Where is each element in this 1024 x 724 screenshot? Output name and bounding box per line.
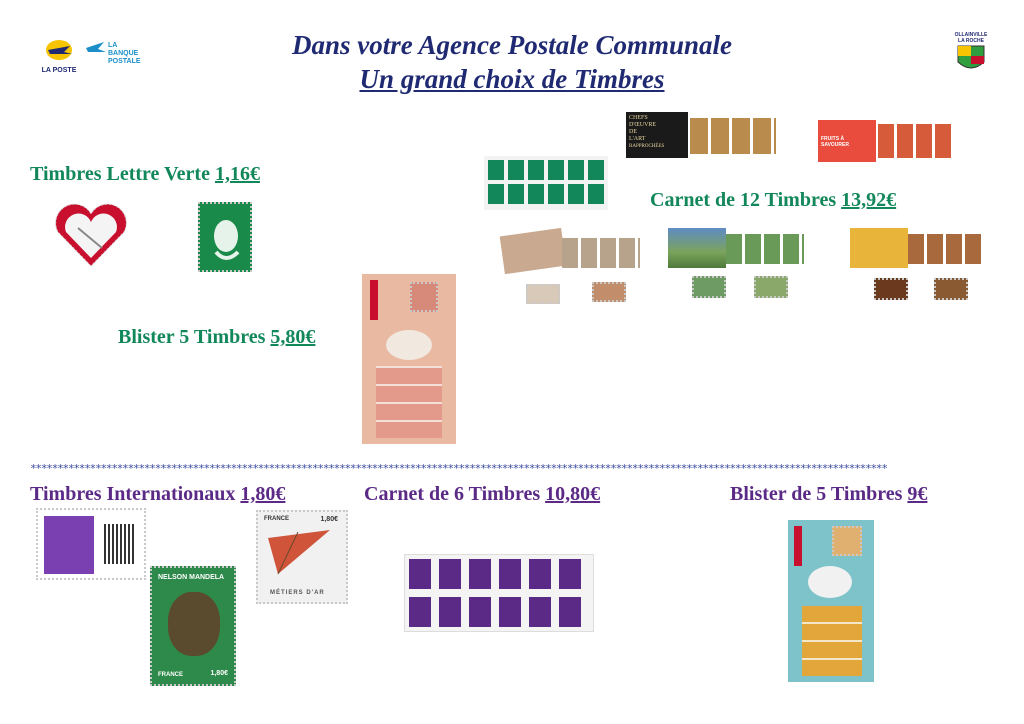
purple-stamp xyxy=(559,597,581,627)
carnet12-green-sheet xyxy=(484,156,608,210)
la-poste-logo: LA POSTE xyxy=(38,38,80,74)
internationaux-label: Timbres Internationaux xyxy=(30,483,236,505)
purple-stamp xyxy=(499,597,521,627)
carnet-landscape-booklet xyxy=(668,228,804,298)
green-stamp xyxy=(548,160,564,180)
carnet6-heading: Carnet de 6 Timbres 10,80€ xyxy=(364,483,600,506)
town-label-1: OLLAINVILLE xyxy=(954,32,988,38)
art-line-4: L'ART xyxy=(629,136,646,142)
mandela-value: 1,80€ xyxy=(210,670,228,677)
carnet-art-booklet: CHEFS D'ŒUVRE DE L'ART RAPPROCHÉES xyxy=(626,112,776,158)
separator-stars: ****************************************… xyxy=(30,462,888,475)
blister5-green-price: 5,80€ xyxy=(270,326,316,348)
purple-stamp xyxy=(559,559,581,589)
purple-stamp xyxy=(469,597,491,627)
marianne-green-stamp xyxy=(198,202,252,272)
blister5-green-label: Blister 5 Timbres xyxy=(118,326,266,348)
carnet12-price: 13,92€ xyxy=(841,189,897,211)
purple-stamp xyxy=(439,597,461,627)
blister5-purple-label: Blister de 5 Timbres xyxy=(730,483,903,505)
art-sub: RAPPROCHÉES xyxy=(629,144,665,149)
carnet6-label: Carnet de 6 Timbres xyxy=(364,483,541,505)
green-stamp xyxy=(528,160,544,180)
metiers-value: 1,80€ xyxy=(320,516,338,523)
green-stamp xyxy=(528,184,544,204)
green-stamp xyxy=(588,184,604,204)
purple-stamp xyxy=(409,597,431,627)
datamatrix-icon xyxy=(104,524,134,564)
blister5-green-heading: Blister 5 Timbres 5,80€ xyxy=(118,326,315,349)
metiers-art-stamp: FRANCE 1,80€ MÉTIERS D'AR xyxy=(256,510,348,604)
rabbit-icon xyxy=(386,330,432,360)
rabbit-blister-blue xyxy=(788,520,874,682)
green-stamp xyxy=(568,160,584,180)
town-crest-logo: OLLAINVILLE LA ROCHE xyxy=(954,32,988,78)
purple-stamp xyxy=(439,559,461,589)
fan-icon xyxy=(268,530,330,575)
metiers-country: FRANCE xyxy=(264,516,289,522)
purple-stamp xyxy=(469,559,491,589)
town-shield-icon xyxy=(957,45,985,69)
green-stamp xyxy=(508,184,524,204)
purple-stamp xyxy=(529,559,551,589)
nelson-mandela-stamp: NELSON MANDELA FRANCE 1,80€ xyxy=(150,566,236,686)
mandela-portrait-icon xyxy=(168,592,220,656)
mandela-country: FRANCE xyxy=(158,672,183,678)
art-line-2: D'ŒUVRE xyxy=(629,122,657,128)
blister5-purple-heading: Blister de 5 Timbres 9€ xyxy=(730,483,927,506)
purple-stamp xyxy=(409,559,431,589)
lettre-verte-price: 1,16€ xyxy=(214,163,260,185)
lettre-verte-label: Timbres Lettre Verte xyxy=(30,163,210,185)
banque-line-3: POSTALE xyxy=(108,58,141,65)
banque-postale-bird-icon xyxy=(86,42,106,52)
blister5-purple-price: 9€ xyxy=(907,483,928,505)
internationaux-price: 1,80€ xyxy=(240,483,286,505)
green-stamp xyxy=(588,160,604,180)
carnet6-purple-sheet xyxy=(404,554,594,632)
carnet-animals-booklet xyxy=(499,227,642,304)
purple-stamp xyxy=(529,597,551,627)
marianne-purple-stamp xyxy=(36,508,146,580)
carnet12-label: Carnet de 12 Timbres xyxy=(650,189,837,211)
art-line-3: DE xyxy=(629,129,637,135)
carnet-fruit-booklet: FRUITS À SAVOURER xyxy=(818,120,952,162)
green-stamp xyxy=(568,184,584,204)
internationaux-heading: Timbres Internationaux 1,80€ xyxy=(30,483,285,506)
purple-stamp xyxy=(499,559,521,589)
page-title-line1: Dans votre Agence Postale Communale xyxy=(292,30,732,60)
page-title-line2: Un grand choix de Timbres xyxy=(359,64,665,94)
green-stamp xyxy=(548,184,564,204)
carnet-food-booklet xyxy=(850,228,982,300)
green-stamp xyxy=(508,160,524,180)
metiers-caption: MÉTIERS D'AR xyxy=(270,590,325,596)
marianne-profile-icon xyxy=(214,220,240,260)
la-poste-bird-icon xyxy=(46,40,72,60)
banque-line-1: LA xyxy=(108,42,118,49)
la-poste-label: LA POSTE xyxy=(41,67,77,74)
heart-stamp xyxy=(50,200,132,270)
town-label-2: LA ROCHE xyxy=(958,38,984,44)
green-stamp xyxy=(488,160,504,180)
green-stamp xyxy=(488,184,504,204)
banque-postale-label: LA BANQUE POSTALE xyxy=(108,42,141,66)
art-line-1: CHEFS xyxy=(629,115,648,121)
carnet6-price: 10,80€ xyxy=(545,483,601,505)
banque-line-2: BANQUE xyxy=(108,50,139,57)
mandela-title: NELSON MANDELA xyxy=(158,574,225,581)
lettre-verte-heading: Timbres Lettre Verte 1,16€ xyxy=(30,163,260,186)
fruit-label: FRUITS À SAVOURER xyxy=(818,120,876,162)
banque-postale-logo: LA BANQUE POSTALE xyxy=(86,40,141,74)
rabbit-blue-icon xyxy=(808,566,852,598)
rabbit-blister-green xyxy=(362,274,456,444)
carnet12-heading: Carnet de 12 Timbres 13,92€ xyxy=(650,189,896,212)
